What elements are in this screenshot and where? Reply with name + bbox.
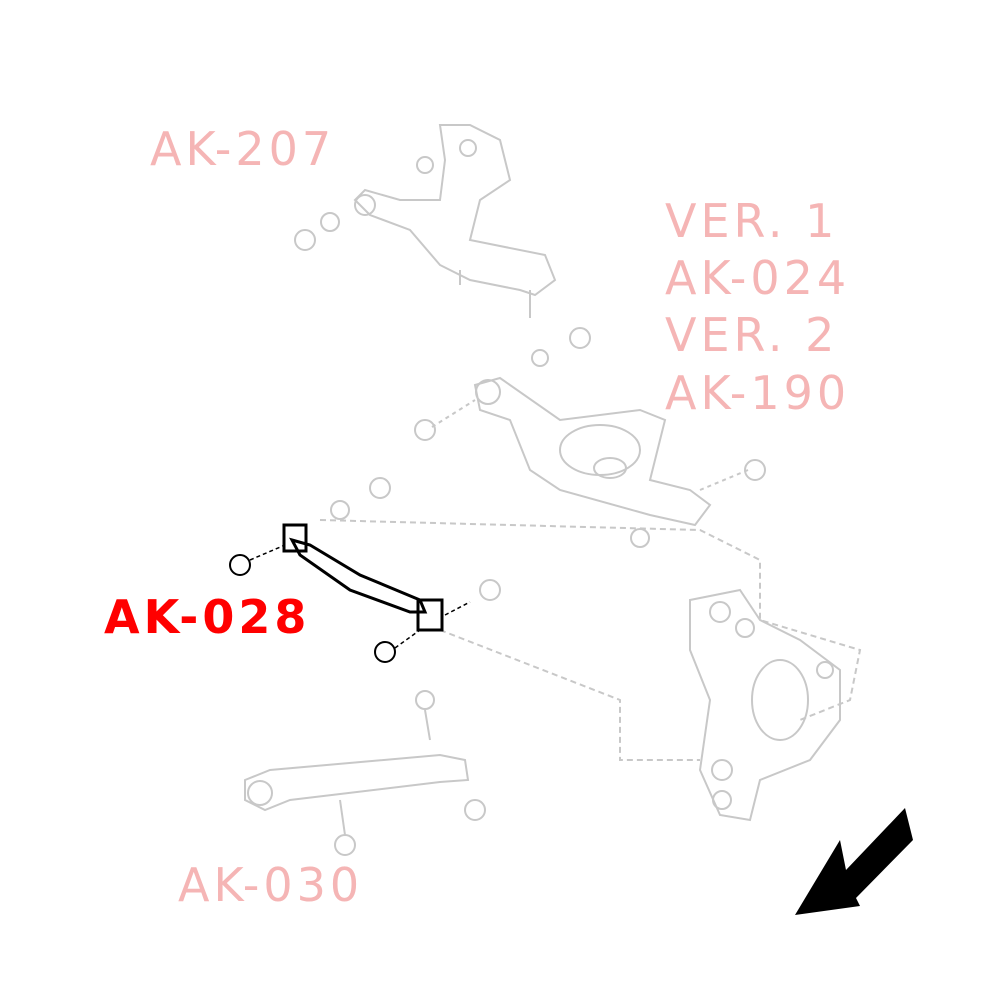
lower-link — [244, 753, 470, 812]
inner-bushing — [282, 523, 308, 553]
bolt-head — [459, 139, 477, 157]
label-ak-028: AK-028 — [104, 590, 311, 644]
bolt-shank — [339, 799, 346, 836]
label-ver-2: VER. 2 — [665, 308, 839, 362]
knuckle-hole — [711, 759, 733, 781]
bolt-head — [334, 834, 356, 856]
guide-lines — [431, 399, 749, 491]
nut — [479, 579, 501, 601]
highlighted-part-ak-028 — [229, 523, 471, 663]
knuckle-hole — [816, 661, 834, 679]
knuckle-hole — [735, 618, 755, 638]
spring-seat — [559, 424, 641, 476]
label-ak-190: AK-190 — [665, 366, 851, 420]
faded-parts — [244, 124, 862, 856]
washer — [330, 500, 350, 520]
bolt-shank — [424, 709, 431, 741]
bushing — [247, 780, 273, 806]
nut — [569, 327, 591, 349]
lower-control-arm — [473, 376, 712, 527]
bushing — [354, 194, 376, 216]
bolt-head — [229, 554, 251, 576]
label-ver-1: VER. 1 — [665, 194, 839, 248]
toe-link-arm — [289, 537, 428, 614]
nut — [320, 212, 340, 232]
knuckle — [689, 588, 841, 822]
nut — [294, 229, 316, 251]
outer-bushing — [416, 598, 444, 632]
bolt-head — [416, 156, 434, 174]
knuckle-hole — [712, 790, 732, 810]
hub-bore — [751, 659, 809, 741]
label-ak-030: AK-030 — [178, 858, 364, 912]
spring-seat-hole — [593, 457, 627, 479]
nut — [464, 799, 486, 821]
subframe-outline — [319, 519, 862, 761]
label-ak-024: AK-024 — [665, 251, 851, 305]
guide-lines — [249, 544, 471, 649]
knuckle-hole — [709, 601, 731, 623]
bolt-head — [744, 459, 766, 481]
nut — [369, 477, 391, 499]
upper-control-arm — [353, 124, 557, 297]
label-ak-207: AK-207 — [150, 122, 336, 176]
nut — [531, 349, 549, 367]
bolt-head — [415, 690, 435, 710]
arrow-down-left-icon — [795, 808, 913, 915]
bolt-head — [374, 641, 396, 663]
nut — [630, 528, 650, 548]
bolt-head — [414, 419, 436, 441]
bushing — [475, 379, 501, 405]
